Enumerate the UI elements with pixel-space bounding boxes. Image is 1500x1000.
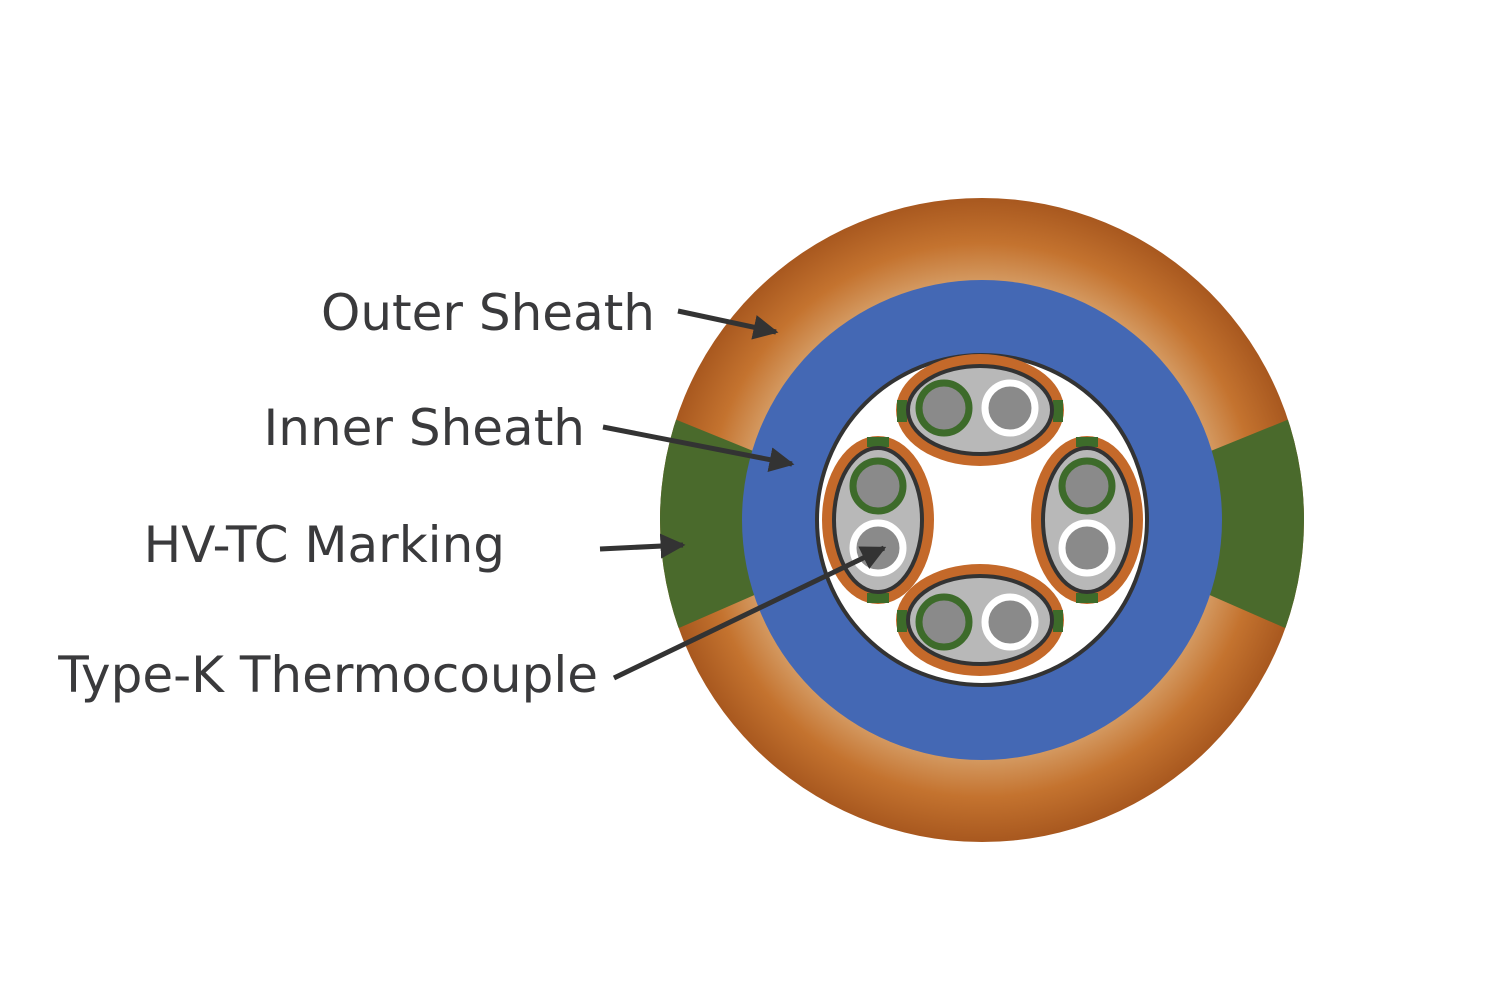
- thermocouple-pair-bottom: [896, 564, 1064, 676]
- type-k-thermocouple-label: Type-K Thermocouple: [57, 646, 598, 704]
- conductor-green: [849, 457, 907, 515]
- conductor-white: [849, 519, 907, 577]
- outer-sheath-arrow: [677, 308, 779, 340]
- conductor-green: [1058, 457, 1116, 515]
- conductor-white: [981, 593, 1039, 651]
- thermocouple-pair-right: [1031, 436, 1143, 604]
- inner-sheath-arrow: [602, 424, 795, 472]
- inner-sheath-label: Inner Sheath: [264, 399, 585, 457]
- conductor-green: [915, 593, 973, 651]
- outer-sheath-label: Outer Sheath: [321, 284, 655, 342]
- conductor-white: [1058, 519, 1116, 577]
- conductor-green: [915, 379, 973, 437]
- thermocouple-pair-left: [822, 436, 934, 604]
- conductor-white: [981, 379, 1039, 437]
- marking-arrow: [599, 533, 686, 559]
- thermocouple-pair-top: [896, 354, 1064, 466]
- hv-tc-marking-label: HV-TC Marking: [144, 516, 505, 574]
- thermocouple-arrow: [612, 545, 887, 681]
